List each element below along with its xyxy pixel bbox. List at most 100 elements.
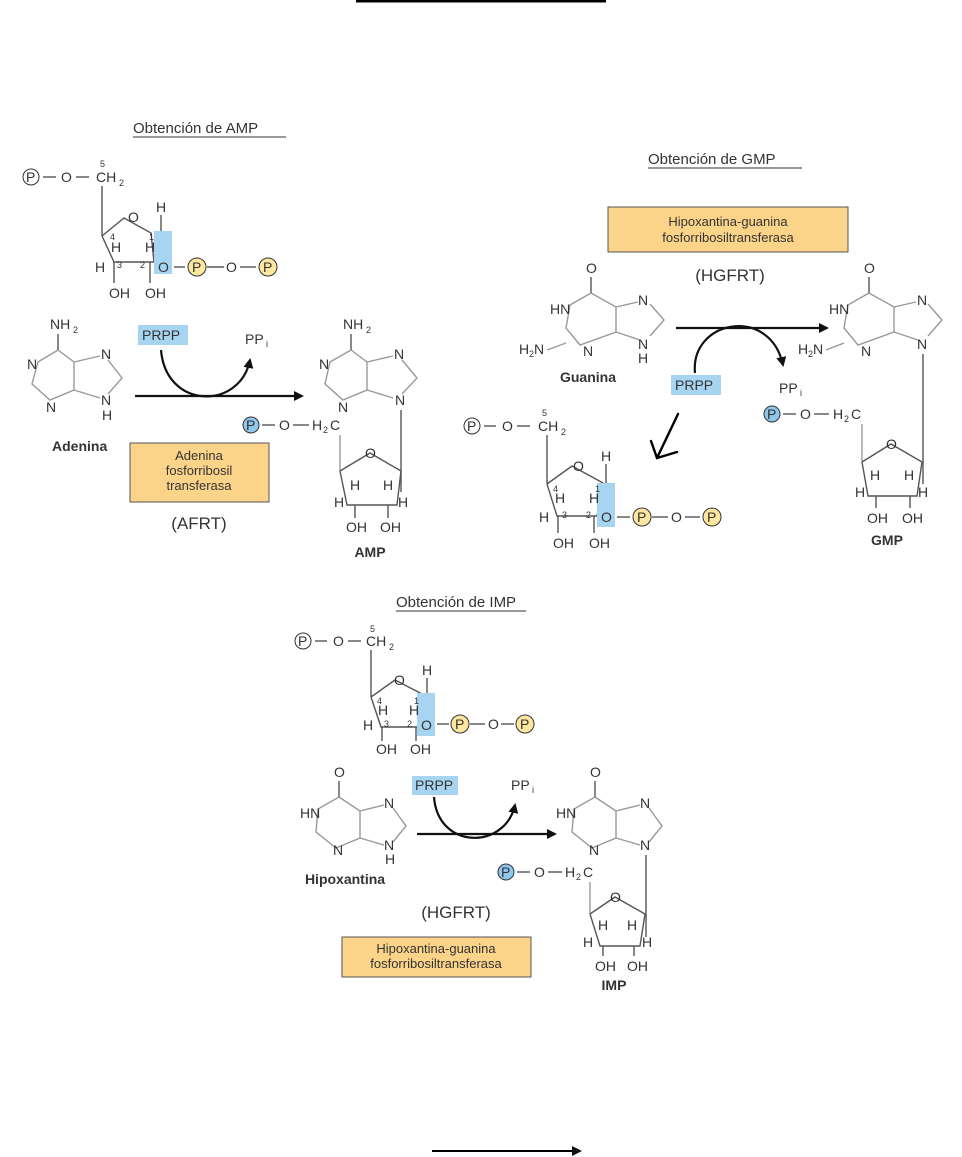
atom-n: N [917,336,927,352]
subscript: 2 [323,425,328,435]
atom-oh: OH [595,958,616,974]
atom-hn: HN [556,805,576,821]
atom-n: N [384,837,394,853]
phosphate-icon [450,714,470,734]
phosphate-label: P [26,169,35,185]
phosphate-label: P [192,259,201,275]
adenine-structure: NH 2 N N N N H Adenina [27,316,123,454]
phosphate-icon [242,416,260,434]
atom-o: O [158,259,169,275]
atom-h: H [539,509,549,525]
gmp-enzyme-box [607,206,849,253]
ring-oxygen: O [886,436,897,452]
ring-oxygen: O [610,889,621,905]
atom-h: H [601,448,611,464]
atom-h: H [598,917,608,933]
atom-o: O [279,417,290,433]
carbon-number: 3 [384,719,389,729]
atom-o: O [61,169,72,185]
carbon-number: 1 [414,696,419,706]
atom-h: H [642,934,652,950]
carbon-number: 2 [407,719,412,729]
imp-product-structure: O HN N N N P O H 2 C O H H H H [497,764,663,993]
atom-h2c: H [565,864,575,880]
phosphate-label: P [767,406,776,422]
gmp-ppi-label: PP [779,380,798,396]
atom-o: O [590,764,601,780]
phosphate-icon [258,257,278,277]
atom-h: H [422,662,432,678]
bond-highlight [417,693,435,736]
imp-prpp-structure: P O 5 CH 2 O H 4 1 H H H 3 2 O OH OH [294,624,535,757]
carbon-number: 5 [542,408,547,418]
gmp-title: Obtención de GMP [648,151,776,168]
atom-o: O [864,260,875,276]
enzyme-name-line: transferasa [166,478,232,493]
carbon-number: 3 [562,510,567,520]
subscript: 2 [389,642,394,652]
enzyme-name-line: Hipoxantina-guanina [376,941,496,956]
prpp-highlight [671,375,721,395]
ring-oxygen: O [394,672,405,688]
phosphate-label: P [637,509,646,525]
subscript: 2 [561,427,566,437]
amp-product-label: AMP [354,544,385,560]
atom-ch2: CH [366,633,386,649]
atom-n: N [917,292,927,308]
atom-hn: HN [300,805,320,821]
gmp-product-label: GMP [871,532,903,548]
carbon-number: 4 [110,232,115,242]
atom-oh: OH [553,535,574,551]
atom-o: O [421,717,432,733]
atom-n: N [101,392,111,408]
subscript: 2 [119,178,124,188]
ring-oxygen: O [128,209,139,225]
imp-ppi-label: PP [511,777,530,793]
guanine-structure: O HN H 2 N N N N H Guanina [519,260,665,385]
ring-oxygen: O [365,445,376,461]
carbon-number: 4 [377,696,382,706]
atom-n: N [333,842,343,858]
phosphate-label: P [298,633,307,649]
gmp-substrate-label: Guanina [560,369,616,385]
subscript: 2 [73,325,78,335]
carbon-number: 2 [140,260,145,270]
phosphate-icon [497,863,515,881]
atom-o: O [800,406,811,422]
subscript: 2 [576,872,581,882]
imp-prpp-label: PRPP [415,777,453,793]
amp-substrate-label: Adenina [52,438,107,454]
atom-n: N [640,837,650,853]
section-gmp: Obtención de GMP Hipoxantina-guanina fos… [463,151,943,551]
amp-ppi-label: PP [245,331,264,347]
atom-n: N [640,795,650,811]
enzyme-name-line: fosforribosil [166,463,233,478]
carbon-number: 2 [586,510,591,520]
enzyme-name-line: Adenina [175,448,223,463]
phosphate-icon [515,714,535,734]
atom-n: N [384,795,394,811]
atom-n: N [638,292,648,308]
section-imp: Obtención de IMP P O 5 CH 2 O H 4 1 H H … [294,594,663,993]
atom-n: N [46,399,56,415]
atom-h: H [870,467,880,483]
phosphate-label: P [707,509,716,525]
amp-enzyme-box [129,442,270,503]
atom-n: N [583,343,593,359]
carbon-number: 5 [100,159,105,169]
amp-product-structure: NH 2 N N N N P O H 2 C O H H H H [242,316,418,560]
gmp-prpp-label: PRPP [675,377,713,393]
atom-o: O [601,509,612,525]
carbon-number: 1 [149,232,154,242]
atom-h: H [102,407,112,423]
phosphate-label: P [501,864,510,880]
subscript: 2 [366,325,371,335]
atom-oh: OH [145,285,166,301]
enzyme-name-line: fosforribosiltransferasa [370,956,502,971]
atom-c: C [851,406,861,422]
atom-h: H [145,239,155,255]
amp-prpp-structure: P O 5 CH 2 O H 4 H H 1 H 3 2 O OH OH [22,159,278,301]
carbon-number: 3 [117,260,122,270]
amp-enzyme-abbr: (AFRT) [171,514,226,533]
